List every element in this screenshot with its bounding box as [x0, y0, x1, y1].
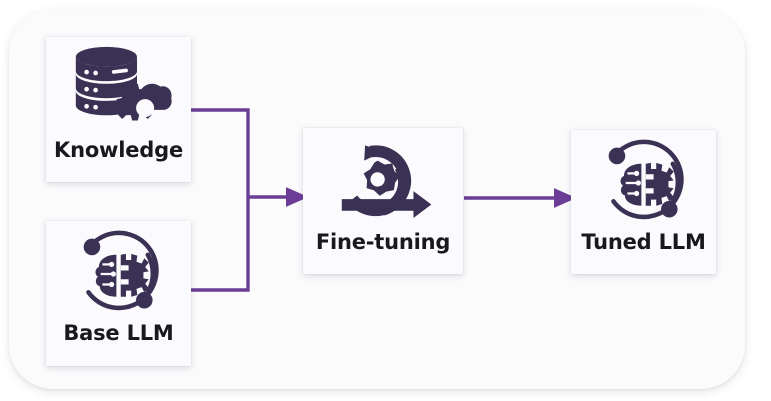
node-fine-tuning[interactable]: Fine-tuning: [303, 128, 463, 274]
node-tuned-llm-label: Tuned LLM: [581, 230, 706, 254]
ai-brain-gear-icon: [571, 130, 716, 230]
ai-brain-gear-icon: [46, 221, 191, 321]
database-gear-icon: [46, 37, 191, 137]
node-knowledge-label: Knowledge: [54, 138, 183, 162]
node-tuned-llm[interactable]: Tuned LLM: [571, 130, 716, 274]
agile-loop-gear-arrow-icon: [303, 128, 463, 226]
node-knowledge[interactable]: Knowledge: [46, 37, 191, 182]
node-base-llm-label: Base LLM: [63, 321, 174, 345]
node-base-llm[interactable]: Base LLM: [46, 221, 191, 366]
node-fine-tuning-label: Fine-tuning: [315, 230, 451, 254]
